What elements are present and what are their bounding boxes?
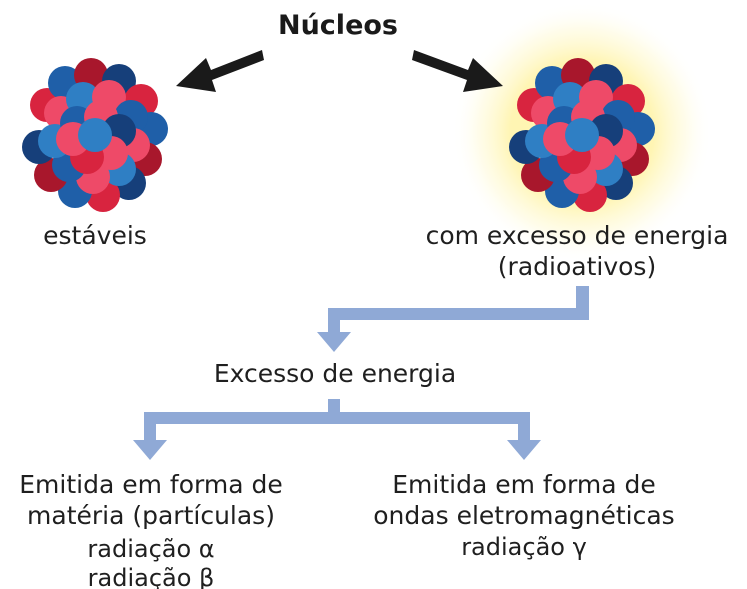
radioactive-label-line1: com excesso de energia (425, 221, 729, 250)
right-radiation-gamma: radiação γ (461, 533, 587, 561)
arrow-to-stable (176, 50, 264, 92)
stable-label: estáveis (43, 221, 147, 250)
left-radiation-beta: radiação β (87, 564, 215, 589)
neutron-sphere (565, 118, 599, 152)
right-branch-line2: ondas eletromagnéticas (373, 501, 675, 530)
nucleus-icon (22, 58, 168, 212)
connector-excess-split (133, 399, 541, 460)
left-branch-line2: matéria (partículas) (27, 501, 275, 530)
right-branch-line1: Emitida em forma de (392, 470, 656, 499)
glowing-nucleus-icon (509, 58, 655, 212)
connector-radioactive-to-excess (317, 286, 589, 352)
arrow-to-radioactive (412, 50, 503, 92)
left-branch-line1: Emitida em forma de (19, 470, 283, 499)
neutron-sphere (78, 118, 112, 152)
excess-energy-label: Excesso de energia (213, 359, 457, 388)
page-title: Núcleos (277, 10, 398, 41)
radioactive-label-line2: (radioativos) (497, 252, 657, 281)
left-radiation-alpha: radiação α (87, 535, 215, 563)
